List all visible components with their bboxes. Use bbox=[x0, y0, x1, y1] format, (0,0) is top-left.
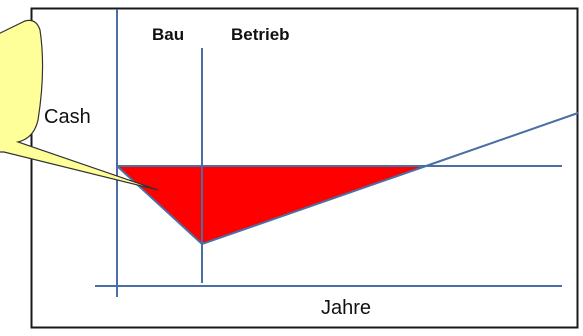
phase-label-construction: Bau bbox=[152, 25, 184, 44]
y-axis-label: Cash bbox=[44, 106, 91, 128]
negative-cash-area bbox=[115, 165, 427, 245]
cash-curve bbox=[116, 112, 579, 246]
callout-bubble bbox=[0, 19, 159, 191]
x-axis-label: Jahre bbox=[321, 297, 371, 319]
phase-label-operation: Betrieb bbox=[231, 25, 290, 44]
diagram-frame bbox=[30, 7, 579, 329]
